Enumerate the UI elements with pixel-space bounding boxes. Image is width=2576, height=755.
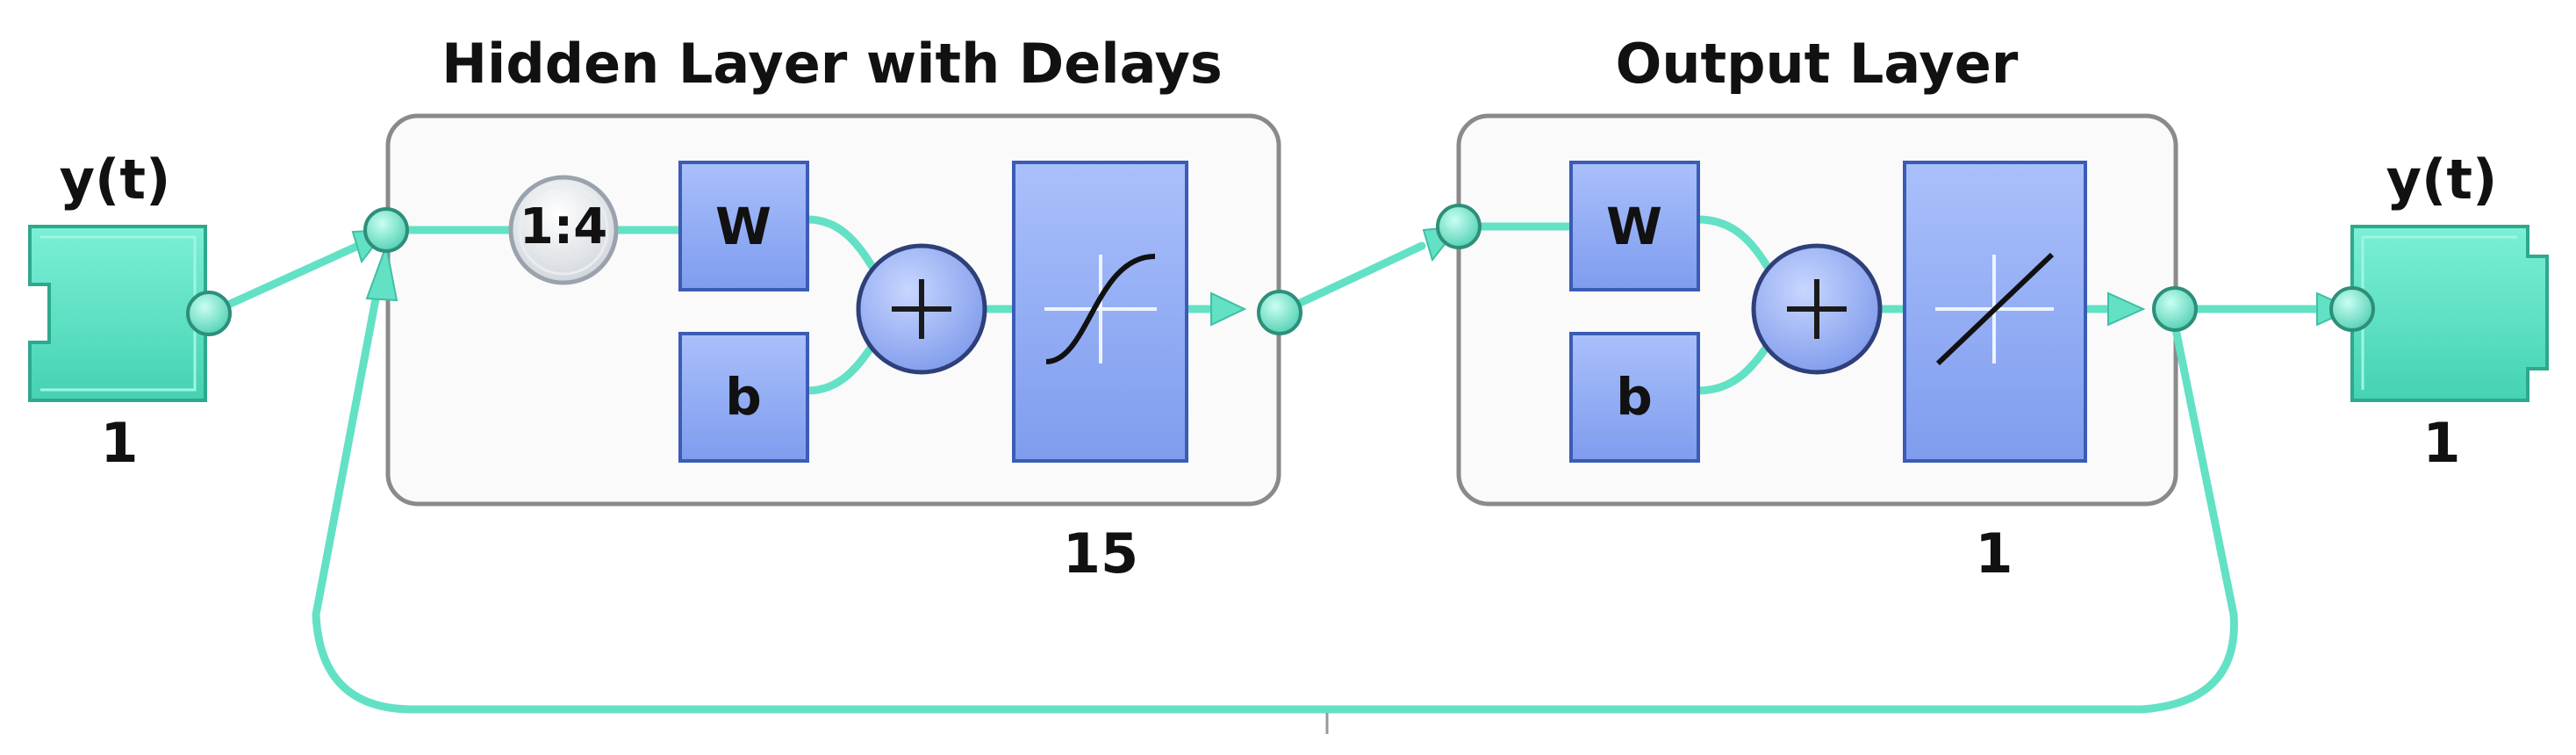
output-block — [2350, 225, 2549, 402]
arrowhead-output-layer-out — [2107, 291, 2146, 327]
connection-hidden-to-output — [1275, 241, 1426, 317]
node-hidden-in — [363, 207, 409, 253]
hidden-sum-junction — [856, 243, 987, 375]
input-size-label: 1 — [100, 411, 139, 475]
node-output-out — [2152, 286, 2198, 332]
feedback-loop — [312, 285, 2238, 714]
hidden-bias-label: b — [725, 367, 762, 427]
connections — [205, 215, 2321, 714]
output-bias-label: b — [1616, 367, 1653, 427]
output-size-label: 1 — [2422, 411, 2461, 475]
node-output-block-in — [2329, 286, 2375, 332]
output-transfer-block — [1903, 161, 2087, 463]
hidden-layer-title: Hidden Layer with Delays — [441, 32, 1223, 96]
tapped-delay-line — [508, 175, 619, 285]
output-bias-block — [1569, 332, 1700, 463]
output-sum-junction — [1751, 243, 1883, 375]
node-hidden-out — [1257, 290, 1302, 335]
output-layer-size-label: 1 — [1975, 521, 2013, 586]
output-weight-label: W — [1606, 197, 1662, 256]
hidden-transfer-block — [1012, 161, 1188, 463]
node-output-in — [1436, 204, 1482, 249]
output-layer-title: Output Layer — [1615, 32, 2019, 96]
delay-label: 1:4 — [519, 198, 608, 255]
input-label: y(t) — [59, 147, 171, 212]
hidden-weight-label: W — [715, 197, 771, 256]
arrowhead-hidden-out — [1210, 291, 1247, 327]
nodes — [186, 204, 2375, 336]
output-weight-block — [1569, 161, 1700, 291]
input-block — [28, 225, 207, 402]
hidden-bias-block — [678, 332, 809, 463]
hidden-size-label: 15 — [1062, 521, 1139, 586]
connection-input-to-hidden — [205, 241, 362, 318]
node-input-out — [186, 291, 232, 336]
hidden-weight-block — [678, 161, 809, 291]
output-label: y(t) — [2386, 147, 2498, 212]
arrowhead-feedback — [365, 242, 398, 302]
